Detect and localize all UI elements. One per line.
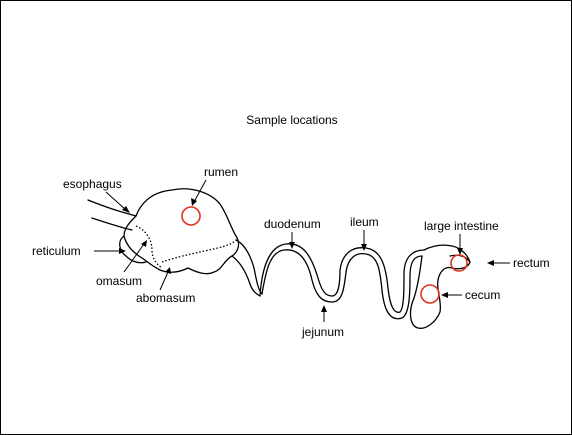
rumen-shape <box>124 189 239 274</box>
label-reticulum: reticulum <box>32 244 81 258</box>
abomasum-outflow <box>236 240 262 294</box>
diagram-title: Sample locations <box>246 113 337 127</box>
label-ileum: ileum <box>350 215 379 229</box>
rumen-arrowhead <box>191 198 197 206</box>
label-omasum: omasum <box>96 274 142 288</box>
esophagus-shape <box>88 200 136 216</box>
duodenum-arrowhead <box>289 242 295 249</box>
abomasum-boundary <box>162 240 236 262</box>
label-cecum: cecum <box>465 288 500 302</box>
label-duodenum: duodenum <box>264 217 321 231</box>
jejunum-arrowhead <box>321 305 327 312</box>
label-esophagus: esophagus <box>63 177 122 191</box>
label-abomasum: abomasum <box>136 291 195 305</box>
small-intestine-inner <box>260 244 424 312</box>
abomasum-arrowhead <box>165 267 171 274</box>
cecum-arrowhead <box>441 292 448 298</box>
cecum-sample-marker <box>421 285 439 303</box>
omasum-boundary <box>136 226 162 268</box>
label-rectum: rectum <box>513 256 550 270</box>
large-intestine-shape <box>411 245 470 328</box>
abomasum-arrow <box>160 272 168 290</box>
omasum-arrowhead <box>141 240 147 247</box>
label-rumen: rumen <box>204 165 238 179</box>
label-jejunum: jejunum <box>301 325 344 339</box>
rumen-sample-marker <box>182 207 200 225</box>
label-large-intestine: large intestine <box>424 219 499 233</box>
rumen-arrow <box>194 180 206 202</box>
rectum-arrowhead <box>487 260 494 266</box>
